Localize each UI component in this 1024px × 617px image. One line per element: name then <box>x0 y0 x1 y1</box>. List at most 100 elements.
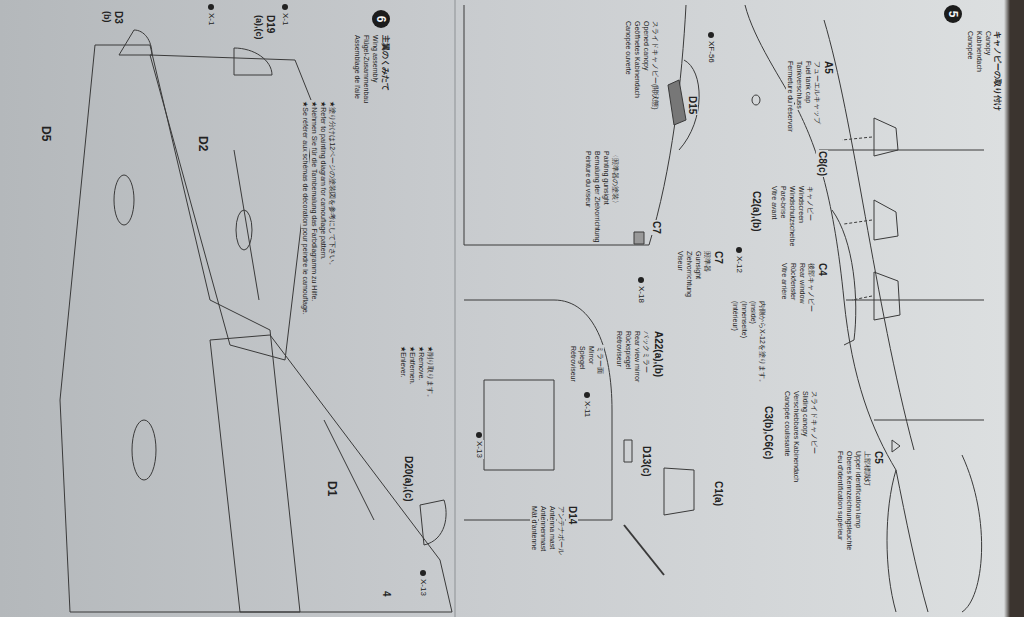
part-number: D15 <box>687 95 699 115</box>
mirror-part <box>624 440 632 462</box>
instruction-text: Fermeture du réservoir <box>786 60 794 133</box>
paint-dot <box>708 32 714 38</box>
gun-line <box>234 150 259 300</box>
part-number: D2 <box>195 135 209 152</box>
paint-callout: X-12 <box>735 255 744 274</box>
step-number-circle: 5 <box>944 5 962 23</box>
part-number: A22(a),(b) <box>653 330 665 378</box>
instruction-text: Wing assembly <box>371 34 379 83</box>
part-number: (b) <box>102 10 112 24</box>
instruction-text: Mât d'antenne <box>530 505 538 551</box>
part-number: A5 <box>823 60 835 75</box>
instruction-text: ★Enlever. <box>399 345 407 379</box>
step-number-circle: 6 <box>372 10 390 28</box>
wing-panel <box>150 55 315 360</box>
instruction-text: Canopée <box>966 30 974 60</box>
instruction-text: Rétroviseur <box>569 345 577 383</box>
canopy-part <box>874 272 900 320</box>
page-fold <box>455 0 456 617</box>
instruction-text: ミラー面 <box>596 345 604 375</box>
paint-callout: X-13 <box>475 440 484 459</box>
part-number: C3(b),C6(c) <box>763 405 775 460</box>
panel-line <box>819 150 984 151</box>
instruction-text: Upper identification lamp <box>854 450 862 529</box>
instruction-text: (inside) <box>749 300 757 325</box>
part-number: C7 <box>713 250 725 265</box>
instruction-text: Rückspiegel <box>624 330 632 370</box>
panel-line <box>114 175 134 225</box>
instruction-text: Vitre avant <box>770 185 778 220</box>
paint-dot <box>638 277 644 283</box>
instruction-text: 〈照準器の塗装〉 <box>611 150 619 208</box>
instruction-text: Assemblage de l'aile <box>353 34 361 100</box>
instruction-text: キャノピー <box>806 185 814 222</box>
step-heading: キャノピーの取り付け <box>993 30 1002 112</box>
instruction-text: Zielvorrichtung <box>685 250 693 298</box>
step-heading: 主翼のくみたて <box>381 34 390 92</box>
instruction-text: 照準器 <box>703 250 711 273</box>
instruction-text: Peinture du viseur <box>584 150 592 208</box>
paint-callout: X-13 <box>419 578 428 597</box>
cockpit-opening <box>832 210 856 345</box>
fuselage-outline <box>649 5 686 245</box>
instruction-text: Tankverschluss <box>795 60 803 110</box>
wing-panel <box>60 45 300 612</box>
instruction-text: バックミラー <box>642 330 650 374</box>
panel-line <box>846 300 984 301</box>
instruction-text: ★削り取ります。 <box>426 345 434 402</box>
fuselage-outline <box>745 5 928 612</box>
part-number: D14 <box>567 505 579 525</box>
instruction-text: Canopy <box>984 30 992 56</box>
instruction-text: Viseur <box>676 250 684 272</box>
instruction-text: Opened canopy <box>642 20 650 71</box>
instruction-text: Geöffnetes Kabinendach <box>633 20 641 99</box>
instruction-text: 後部キャノピー <box>807 262 815 313</box>
instruction-text: Feu d'identification supérieur <box>836 450 844 541</box>
instruction-text: Rückfenster <box>789 262 797 301</box>
instruction-text: ★Remove. <box>417 345 425 381</box>
instruction-text: Windscreen <box>797 185 805 224</box>
gunsight-part <box>668 80 686 125</box>
tail-outline <box>887 470 896 612</box>
instruction-text: Verschiebbares Kabinendach <box>792 390 800 483</box>
paint-callout: X-1 <box>281 12 290 26</box>
instruction-text: スライドキャノピー <box>810 390 818 455</box>
part-number: D1 <box>324 480 338 497</box>
part-number: (a),(c) <box>254 14 264 41</box>
instruction-text: Rear window <box>798 262 806 304</box>
cockpit-opening <box>484 380 554 470</box>
fuel-cap-part <box>752 95 760 105</box>
part-number: C2(a),(b) <box>751 190 763 233</box>
paint-callout: X-1 <box>207 12 216 26</box>
step-number: 5 <box>946 11 960 18</box>
part-number: D3 <box>113 10 125 25</box>
panel-line <box>874 420 984 421</box>
part-number: D5 <box>38 125 52 142</box>
instruction-text: Kabinendach <box>975 30 983 73</box>
part-number: C7 <box>651 220 663 235</box>
leader-line <box>844 220 872 224</box>
instruction-text: スライドキャノピー(開状態) <box>651 20 659 111</box>
instruction-text: Rétroviseur <box>615 330 623 368</box>
canopy-part <box>664 468 694 515</box>
paint-dot <box>208 4 214 10</box>
gun-line <box>324 420 374 520</box>
fairing-part <box>420 500 446 545</box>
instruction-text: Vitre arrière <box>780 262 788 300</box>
paint-dot <box>282 4 288 10</box>
paint-dot <box>584 392 590 398</box>
gunsight-part <box>634 232 644 244</box>
instruction-text: ★Refer to painting diagram for camouflag… <box>319 100 327 261</box>
instruction-text: Painting gunsight <box>602 150 610 206</box>
instruction-text: Gunsight <box>694 250 702 280</box>
instruction-text: Canopée ouverte <box>624 20 632 76</box>
instruction-text: Mirror <box>587 345 595 365</box>
part-number: C5 <box>873 450 885 465</box>
part-number: C8(c) <box>817 150 829 177</box>
instruction-text: ★Nehmen Sie für die Tarnbemalung das Far… <box>310 100 318 302</box>
instruction-text: 内側からX-12を塗ります。 <box>758 300 766 387</box>
instruction-text: Fuel tank cap <box>804 60 812 104</box>
paint-dot <box>736 247 742 253</box>
